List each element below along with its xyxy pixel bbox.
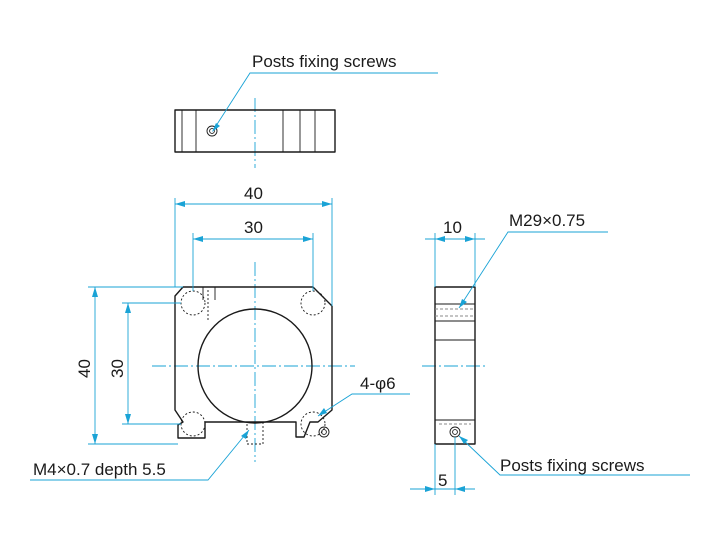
dim-front-width-30: 30 bbox=[244, 218, 263, 237]
side-screws-label: Posts fixing screws bbox=[500, 456, 645, 475]
top-view: Posts fixing screws bbox=[174, 52, 438, 168]
side-view: 10 5 M29×0.75 Posts fixing screws bbox=[410, 211, 690, 495]
holes-label: 4-φ6 bbox=[360, 374, 396, 393]
dim-front-height-30: 30 bbox=[108, 359, 127, 378]
tap-label: M4×0.7 depth 5.5 bbox=[33, 460, 166, 479]
thread-label: M29×0.75 bbox=[509, 211, 585, 230]
dim-front-width-40: 40 bbox=[244, 184, 263, 203]
dim-side-thickness-10: 10 bbox=[443, 218, 462, 237]
top-screws-label: Posts fixing screws bbox=[252, 52, 397, 71]
front-view: 40 30 40 30 4-φ6 M4×0.7 depth 5.5 bbox=[30, 184, 410, 481]
dim-side-offset-5: 5 bbox=[438, 471, 447, 490]
dim-front-height-40: 40 bbox=[75, 359, 94, 378]
